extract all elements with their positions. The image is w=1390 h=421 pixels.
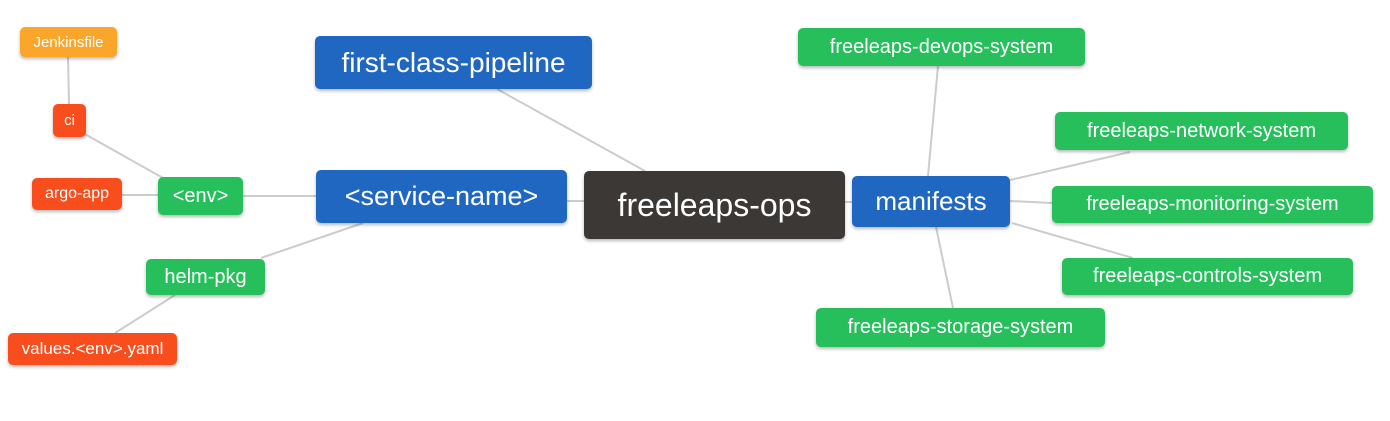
node-freeleaps-ops[interactable]: freeleaps-ops — [584, 171, 845, 239]
node-ci[interactable]: ci — [53, 104, 86, 137]
node-freeleaps-storage-system[interactable]: freeleaps-storage-system — [816, 308, 1105, 347]
node-env[interactable]: <env> — [158, 177, 243, 215]
edge-service-name-to-helm-pkg — [260, 222, 364, 259]
node-freeleaps-devops-system[interactable]: freeleaps-devops-system — [798, 28, 1085, 66]
node-helm-pkg[interactable]: helm-pkg — [146, 259, 265, 295]
edge-manifests-to-devops — [927, 65, 939, 177]
edge-manifests-to-monitoring — [1009, 200, 1053, 204]
edge-helm-pkg-to-values — [114, 294, 176, 334]
node-freeleaps-monitoring-system[interactable]: freeleaps-monitoring-system — [1052, 186, 1373, 223]
edge-manifests-to-storage — [935, 226, 954, 309]
node-service-name[interactable]: <service-name> — [316, 170, 567, 223]
node-manifests[interactable]: manifests — [852, 176, 1010, 227]
edge-jenkinsfile-to-ci — [67, 56, 70, 105]
node-freeleaps-network-system[interactable]: freeleaps-network-system — [1055, 112, 1348, 150]
edge-manifests-to-network — [1009, 151, 1131, 181]
node-values-env-yaml[interactable]: values.<env>.yaml — [8, 333, 177, 365]
edge-manifests-to-controls — [1011, 222, 1134, 259]
edge-pipeline-to-ops — [496, 88, 646, 172]
node-first-class-pipeline[interactable]: first-class-pipeline — [315, 36, 592, 89]
edge-ci-to-env — [82, 132, 164, 179]
node-jenkinsfile[interactable]: Jenkinsfile — [20, 27, 117, 57]
node-freeleaps-controls-system[interactable]: freeleaps-controls-system — [1062, 258, 1353, 295]
node-argo-app[interactable]: argo-app — [32, 178, 122, 210]
